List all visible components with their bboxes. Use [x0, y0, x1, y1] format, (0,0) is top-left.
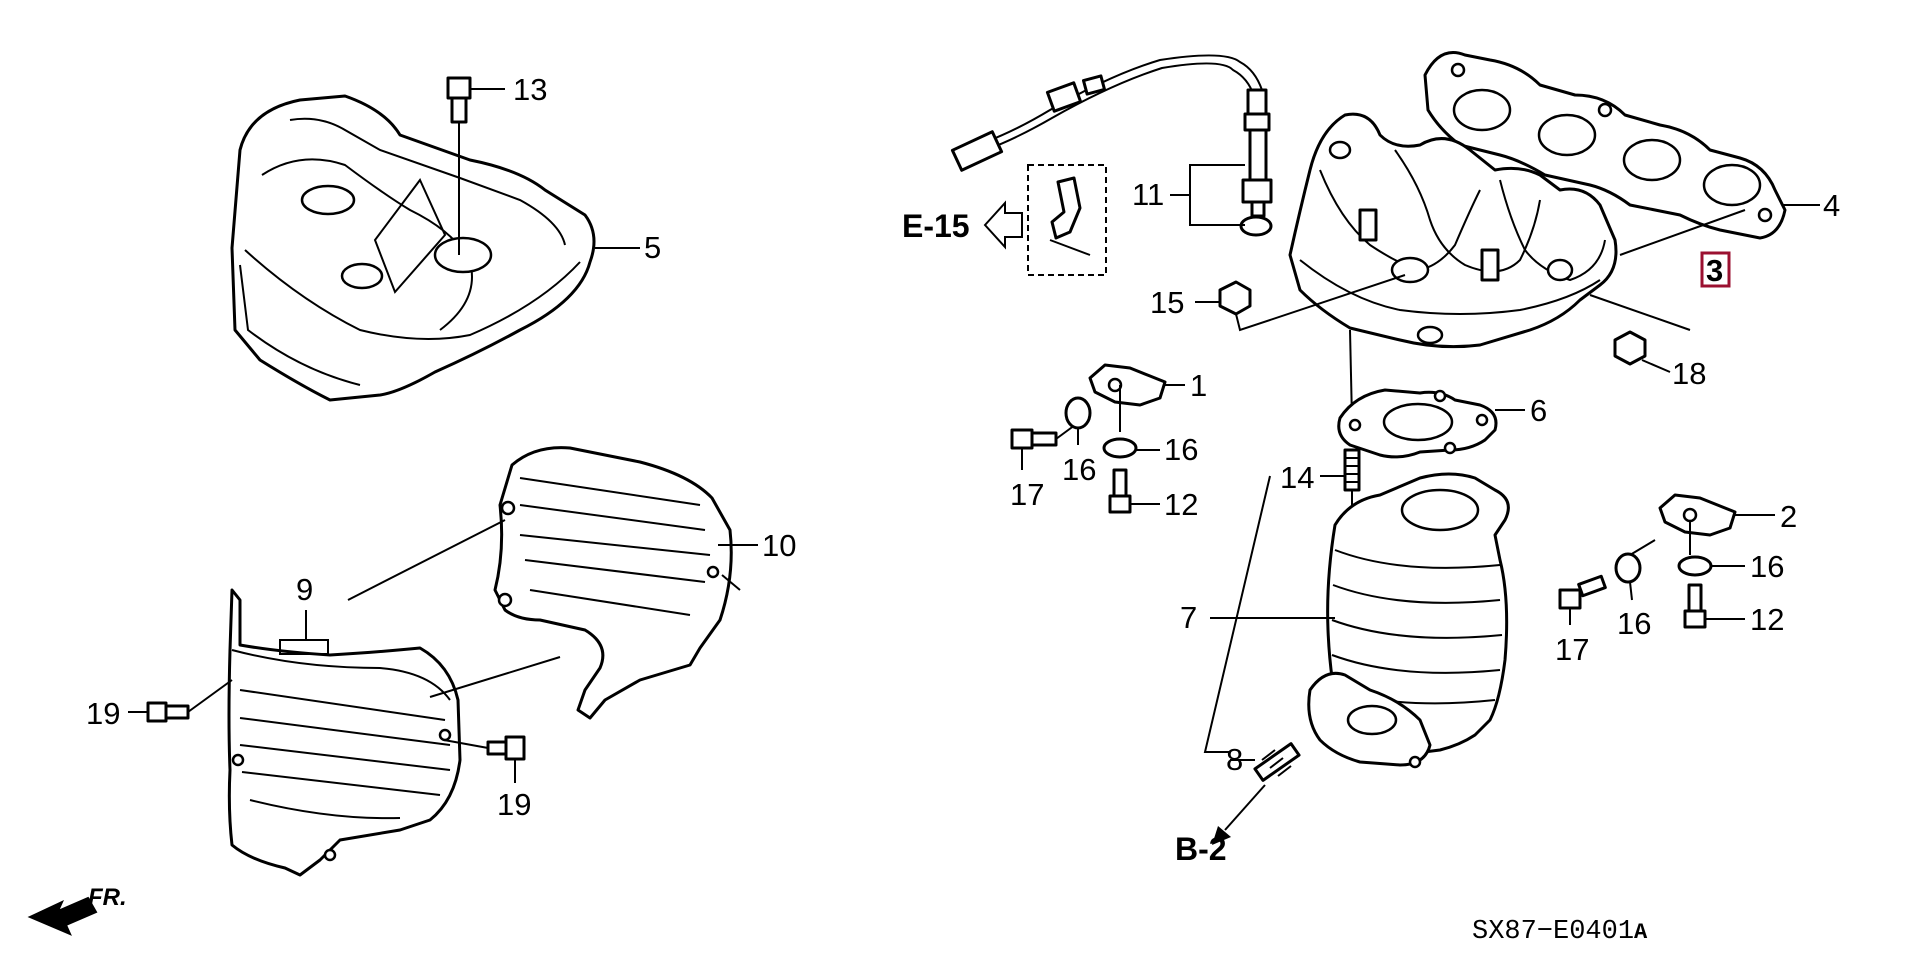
- callout-17-left: 17: [1010, 477, 1044, 512]
- reference-b2[interactable]: B-2: [1175, 831, 1227, 867]
- bolt-19-left[interactable]: [128, 679, 233, 723]
- callout-17-right: 17: [1555, 632, 1589, 667]
- washer-16-left-a[interactable]: [1064, 396, 1092, 430]
- front-direction-arrow: FR.: [27, 884, 127, 936]
- callout-11: 11: [1132, 177, 1164, 212]
- bracket-1[interactable]: [1088, 363, 1167, 407]
- washer-16-right-a[interactable]: [1614, 552, 1642, 584]
- front-direction-label: FR.: [88, 884, 127, 911]
- reference-e15[interactable]: E-15: [902, 208, 970, 244]
- callout-8: 8: [1226, 742, 1243, 777]
- manifold-gasket-part[interactable]: [1423, 51, 1787, 240]
- sensor-washer[interactable]: [1239, 215, 1273, 237]
- bracket-reference-e15[interactable]: [983, 164, 1107, 276]
- callout-16-left-b: 16: [1164, 432, 1198, 467]
- callout-3-highlight: [1700, 251, 1731, 288]
- callout-2: 2: [1780, 499, 1797, 534]
- washer-16-right-b[interactable]: [1677, 555, 1713, 577]
- callout-9: 9: [296, 572, 313, 607]
- callout-16-right-a: 16: [1617, 606, 1651, 641]
- callout-14: 14: [1280, 460, 1314, 495]
- callout-1: 1: [1190, 368, 1207, 403]
- callout-16-left-a: 16: [1062, 452, 1096, 487]
- diagram-code: SX87−E0401A: [1472, 917, 1648, 947]
- callout-5: 5: [644, 230, 661, 265]
- callout-12-right: 12: [1750, 602, 1784, 637]
- converter-gasket-part[interactable]: [1337, 388, 1498, 459]
- bolt-19-right[interactable]: [443, 735, 526, 783]
- stud-14[interactable]: [1343, 448, 1361, 492]
- callout-15: 15: [1150, 285, 1184, 320]
- callout-7: 7: [1180, 600, 1197, 635]
- stud-8[interactable]: [1253, 742, 1301, 782]
- nut-15[interactable]: [1195, 274, 1406, 332]
- exhaust-manifold-part[interactable]: [1288, 112, 1618, 349]
- callout-4: 4: [1823, 188, 1840, 223]
- rear-heat-shield-part[interactable]: [493, 446, 733, 720]
- callout-13: 13: [513, 72, 547, 107]
- callout-19-left: 19: [86, 696, 120, 731]
- bolt-12-left[interactable]: [1108, 468, 1160, 514]
- washer-16-left-b[interactable]: [1102, 437, 1138, 459]
- front-heat-shield-part[interactable]: [227, 588, 462, 877]
- bolt-17-right[interactable]: [1558, 574, 1607, 625]
- callout-10: 10: [762, 528, 796, 563]
- oxygen-sensor-part[interactable]: [950, 54, 1273, 218]
- catalytic-converter-part[interactable]: [1307, 472, 1510, 769]
- bolt-13[interactable]: [446, 76, 505, 255]
- exhaust-pipe-reference-arrow: [1212, 784, 1266, 845]
- callout-16-right-b: 16: [1750, 549, 1784, 584]
- upper-heat-shield-part[interactable]: [230, 94, 596, 402]
- callout-18: 18: [1672, 356, 1706, 391]
- bolt-12-right[interactable]: [1683, 583, 1745, 629]
- nut-18[interactable]: [1613, 330, 1671, 373]
- callout-6: 6: [1530, 393, 1547, 428]
- bracket-2[interactable]: [1658, 493, 1737, 537]
- callout-3: 3: [1706, 253, 1723, 288]
- callout-19-right: 19: [497, 787, 531, 822]
- callout-12-left: 12: [1164, 487, 1198, 522]
